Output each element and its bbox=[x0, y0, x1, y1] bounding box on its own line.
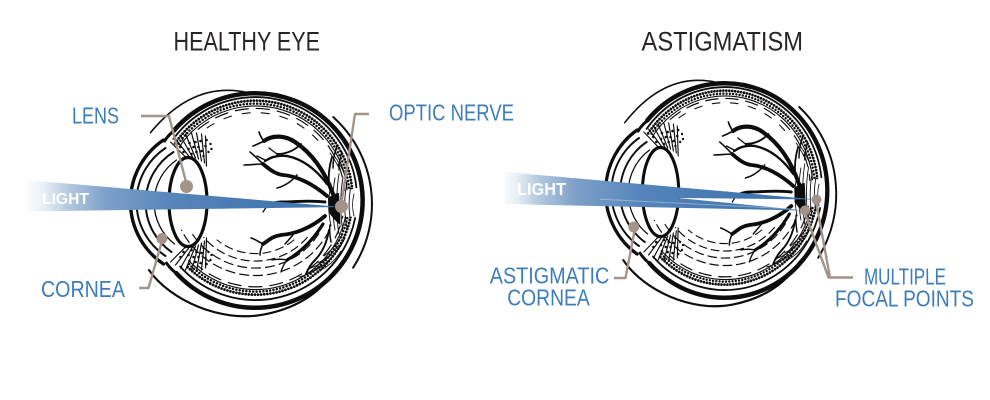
svg-text:MULTIPLE: MULTIPLE bbox=[864, 264, 946, 290]
svg-text:HEALTHY EYE: HEALTHY EYE bbox=[174, 27, 321, 57]
svg-text:OPTIC NERVE: OPTIC NERVE bbox=[389, 100, 514, 126]
svg-text:LIGHT: LIGHT bbox=[42, 191, 90, 208]
svg-text:ASTIGMATISM: ASTIGMATISM bbox=[642, 27, 804, 57]
svg-text:LENS: LENS bbox=[72, 103, 119, 129]
svg-text:CORNEA: CORNEA bbox=[41, 276, 125, 302]
svg-text:CORNEA: CORNEA bbox=[507, 285, 590, 311]
svg-text:LIGHT: LIGHT bbox=[517, 179, 566, 199]
svg-text:ASTIGMATIC: ASTIGMATIC bbox=[490, 263, 610, 289]
svg-text:FOCAL POINTS: FOCAL POINTS bbox=[835, 286, 974, 312]
